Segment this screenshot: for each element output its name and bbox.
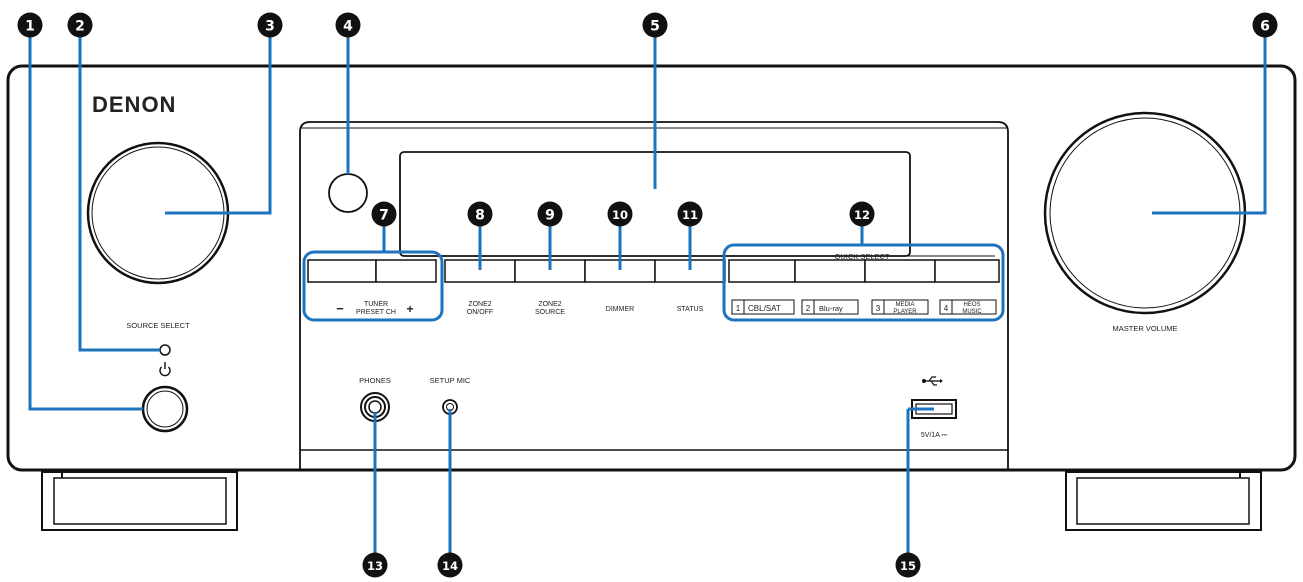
dimmer-label: DIMMER — [606, 306, 634, 313]
brand-logo: DENON — [92, 92, 176, 117]
status-label: STATUS — [677, 306, 704, 313]
quick-select-3-button[interactable] — [864, 259, 936, 283]
remote-sensor — [328, 173, 368, 213]
left-foot — [41, 471, 238, 531]
svg-text:14: 14 — [442, 559, 458, 573]
svg-text:4: 4 — [343, 19, 353, 35]
tuner-minus-label: − — [336, 301, 344, 316]
callout-badge-4: 4 — [335, 12, 361, 38]
callout-badge-7: 7 — [371, 201, 397, 227]
zone2-onoff-label-1: ZONE2 — [468, 301, 491, 308]
svg-text:1: 1 — [25, 19, 35, 35]
setup-mic-label: SETUP MIC — [430, 376, 471, 385]
svg-text:4: 4 — [944, 304, 949, 313]
callout-badge-2: 2 — [67, 12, 93, 38]
svg-text:MUSIC: MUSIC — [962, 309, 982, 315]
zone2-source-label-1: ZONE2 — [538, 301, 561, 308]
svg-text:12: 12 — [854, 208, 870, 222]
callout-lines — [28, 36, 1267, 553]
svg-text:1: 1 — [736, 304, 741, 313]
svg-text:3: 3 — [265, 19, 275, 35]
zone2-onoff-label-2: ON/OFF — [467, 309, 493, 316]
callout-badge-14: 14 — [437, 552, 463, 578]
callout-badge-3: 3 — [257, 12, 283, 38]
phones-label: PHONES — [359, 376, 391, 385]
callout-badge-8: 8 — [467, 201, 493, 227]
quick-select-1-button[interactable] — [728, 259, 796, 283]
zone2-source-label-2: SOURCE — [535, 309, 565, 316]
power-button[interactable] — [141, 385, 189, 433]
svg-text:6: 6 — [1260, 19, 1270, 35]
svg-text:PLAYER: PLAYER — [893, 309, 917, 315]
callout-badge-5: 5 — [642, 12, 668, 38]
power-indicator — [159, 344, 171, 356]
tuner-plus-button[interactable] — [375, 259, 437, 283]
svg-text:13: 13 — [367, 559, 383, 573]
tuner-label-line2: PRESET CH — [356, 309, 396, 316]
callout-7-frame — [302, 250, 444, 322]
power-icon — [159, 362, 171, 377]
svg-text:15: 15 — [900, 559, 916, 573]
master-volume-label: MASTER VOLUME — [1112, 324, 1177, 333]
callout-badge-10: 10 — [607, 201, 633, 227]
quick-select-2-label: 2 Blu-ray — [801, 299, 859, 315]
quick-select-1-label: 1 CBL/SAT — [731, 299, 795, 315]
svg-text:9: 9 — [545, 208, 555, 224]
callout-badge-12: 12 — [849, 201, 875, 227]
quick-select-4-label: 4 HEOS MUSIC — [939, 299, 997, 315]
svg-text:10: 10 — [612, 208, 628, 222]
source-select-label: SOURCE SELECT — [126, 321, 190, 330]
svg-text:8: 8 — [475, 208, 485, 224]
callout-badge-6: 6 — [1252, 12, 1278, 38]
svg-text:5: 5 — [650, 19, 660, 35]
svg-text:2: 2 — [75, 19, 85, 35]
svg-text:MEDIA: MEDIA — [895, 302, 914, 308]
usb-icon — [922, 376, 943, 386]
svg-text:3: 3 — [876, 304, 881, 313]
callout-badge-9: 9 — [537, 201, 563, 227]
tuner-label-line1: TUNER — [364, 301, 388, 308]
tuner-minus-button[interactable] — [307, 259, 377, 283]
svg-text:HEOS: HEOS — [963, 302, 980, 308]
quick-select-3-label: 3 MEDIA PLAYER — [871, 299, 929, 315]
tuner-plus-label: + — [406, 302, 413, 316]
quick-select-2-button[interactable] — [794, 259, 866, 283]
usb-rating-label: 5V/1A ⎓ — [921, 432, 948, 439]
quick-select-4-button[interactable] — [934, 259, 1000, 283]
svg-text:2: 2 — [806, 304, 811, 313]
callout-badge-11: 11 — [677, 201, 703, 227]
callout-badge-1: 1 — [17, 12, 43, 38]
quick-select-label: QUICK SELECT — [834, 252, 889, 261]
callout-badge-13: 13 — [362, 552, 388, 578]
svg-text:CBL/SAT: CBL/SAT — [748, 304, 781, 313]
right-foot — [1065, 471, 1262, 531]
svg-text:11: 11 — [682, 208, 698, 222]
svg-text:7: 7 — [379, 208, 389, 224]
svg-text:Blu-ray: Blu-ray — [819, 304, 843, 313]
callout-badge-15: 15 — [895, 552, 921, 578]
